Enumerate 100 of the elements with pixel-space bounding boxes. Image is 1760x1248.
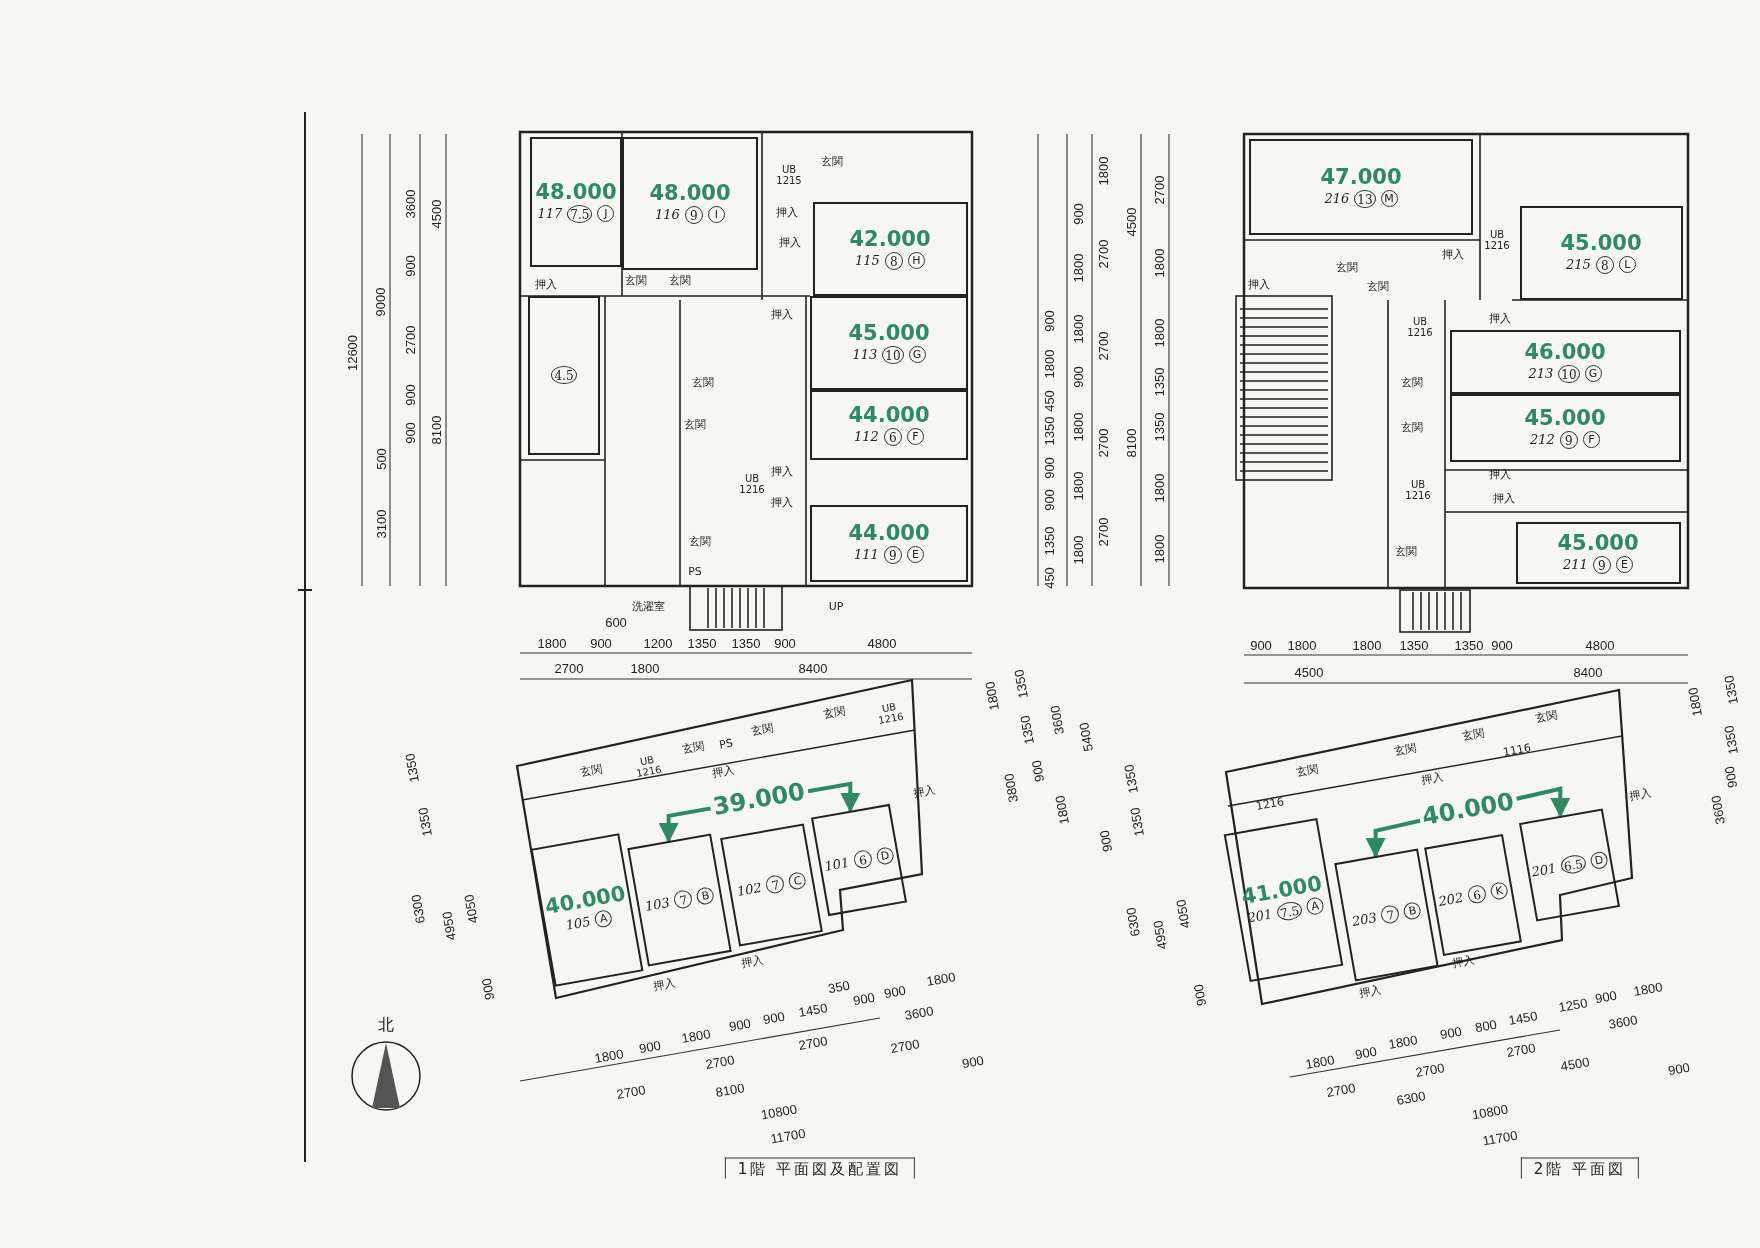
dimension-value: 900 bbox=[403, 422, 417, 444]
room-part-label: 押入 bbox=[1358, 984, 1382, 1000]
dimension-value: 8400 bbox=[798, 661, 828, 675]
room-part-label: 玄関 bbox=[1401, 376, 1423, 388]
room-outline bbox=[1518, 808, 1620, 922]
dimension-value: 900 bbox=[1029, 759, 1047, 783]
room-outline bbox=[810, 504, 968, 582]
dimension-value: 8100 bbox=[1124, 428, 1138, 458]
room-part-label: 玄関 bbox=[822, 705, 846, 721]
dimension-value: 3600 bbox=[1048, 704, 1066, 736]
dimension-value: 900 bbox=[1042, 457, 1056, 479]
dimension-value: 2700 bbox=[1325, 1081, 1357, 1099]
dimension-value: 900 bbox=[728, 1016, 752, 1034]
dimension-value: 1800 bbox=[1352, 638, 1382, 652]
dimension-value: 450 bbox=[1042, 567, 1056, 589]
room-number: 211 bbox=[1563, 558, 1588, 571]
dimension-value: 4500 bbox=[1294, 665, 1324, 679]
dimension-value: 2700 bbox=[615, 1083, 647, 1101]
dimension-value: 1800 bbox=[1096, 156, 1110, 186]
rent-price: 48.000 bbox=[535, 181, 617, 203]
dimension-value: 1800 bbox=[1387, 1033, 1419, 1051]
dimension-value: 1800 bbox=[1071, 412, 1085, 442]
room-part-label: 押入 bbox=[771, 308, 793, 320]
room-number: 201 bbox=[1246, 907, 1273, 925]
dimension-value: 1350 bbox=[1399, 638, 1429, 652]
dimension-value: 1350 bbox=[1042, 416, 1056, 446]
dimension-value: 3600 bbox=[903, 1004, 935, 1022]
room-part-label: 玄関 bbox=[1295, 763, 1319, 779]
dimension-value: 900 bbox=[883, 983, 907, 1001]
room-part-label: 玄関 bbox=[1401, 421, 1423, 433]
rent-price: 45.000 bbox=[848, 322, 930, 344]
dimension-value: 3100 bbox=[374, 509, 388, 539]
dimension-value: 1800 bbox=[1152, 248, 1166, 278]
dimension-value: 1350 bbox=[416, 806, 434, 838]
dimension-value: 6300 bbox=[409, 893, 427, 925]
dimension-value: 1350 bbox=[1018, 714, 1036, 746]
room-part-label: 玄関 bbox=[1534, 709, 1558, 725]
room-part-label: 1116 bbox=[1502, 742, 1532, 758]
dimension-value: 900 bbox=[1071, 366, 1085, 388]
dimension-value: 1800 bbox=[1071, 314, 1085, 344]
unit-bath-label: UB 1216 bbox=[1404, 479, 1432, 501]
dimension-value: 1350 bbox=[1454, 638, 1484, 652]
room-outline bbox=[1249, 139, 1473, 235]
room-part-label: 押入 bbox=[740, 954, 764, 970]
room-part-label: 玄関 bbox=[692, 376, 714, 388]
room-outline bbox=[530, 137, 622, 267]
room-number: 201 bbox=[1530, 860, 1557, 879]
room-part-label: PS bbox=[688, 565, 702, 577]
dimension-value: 1350 bbox=[1128, 806, 1146, 838]
room-outline bbox=[1223, 817, 1343, 983]
dimension-value: 1800 bbox=[925, 970, 957, 988]
room-part-label: 押入 bbox=[776, 206, 798, 218]
room-outline bbox=[719, 823, 823, 947]
dimension-value: 1800 bbox=[593, 1047, 625, 1065]
dimension-value: 500 bbox=[374, 448, 388, 470]
room-part-label: 押入 bbox=[1442, 248, 1464, 260]
room-part-label: 押入 bbox=[779, 236, 801, 248]
dimension-value: 900 bbox=[1042, 310, 1056, 332]
room-outline bbox=[530, 833, 644, 987]
dimension-value: 2700 bbox=[1096, 331, 1110, 361]
room-outline bbox=[810, 296, 968, 390]
dimension-value: 900 bbox=[1439, 1024, 1463, 1042]
room-number: 215 bbox=[1566, 258, 1591, 271]
rent-price: 45.000 bbox=[1557, 532, 1639, 554]
unit-bath-label: UB 1216 bbox=[1406, 316, 1434, 338]
dimension-value: 2700 bbox=[1096, 428, 1110, 458]
dimension-value: 2700 bbox=[1152, 175, 1166, 205]
dimension-value: 12600 bbox=[345, 334, 359, 372]
dimension-value: 8400 bbox=[1573, 665, 1603, 679]
dimension-value: 1350 bbox=[1152, 412, 1166, 442]
room-outline bbox=[622, 136, 758, 270]
dimension-value: 900 bbox=[479, 977, 497, 1001]
dimension-value: 900 bbox=[1071, 203, 1085, 225]
room-part-label: 押入 bbox=[771, 496, 793, 508]
dimension-value: 4950 bbox=[1151, 919, 1169, 951]
dimension-value: 1250 bbox=[1557, 996, 1589, 1014]
dimension-value: 900 bbox=[638, 1038, 662, 1056]
dimension-value: 1350 bbox=[1042, 526, 1056, 556]
dimension-value: 900 bbox=[403, 384, 417, 406]
dimension-value: 1800 bbox=[1053, 794, 1071, 826]
dimension-value: 10800 bbox=[760, 1102, 798, 1122]
room-outline bbox=[626, 833, 732, 967]
dimension-value: 1350 bbox=[1012, 668, 1030, 700]
dimension-value: 1800 bbox=[1152, 318, 1166, 348]
dimension-value: 450 bbox=[1042, 390, 1056, 412]
dimension-value: 900 bbox=[1722, 765, 1740, 789]
room-outline bbox=[812, 202, 968, 296]
dimension-value: 1350 bbox=[1122, 763, 1140, 795]
room-part-label: 玄関 bbox=[1336, 261, 1358, 273]
dimension-value: 900 bbox=[1042, 489, 1056, 511]
dimension-value: 900 bbox=[762, 1009, 786, 1027]
dimension-value: 1350 bbox=[687, 636, 717, 650]
room-number: 113 bbox=[852, 348, 878, 361]
room-number: 213 bbox=[1528, 367, 1554, 380]
room-number: 202 bbox=[1437, 890, 1465, 908]
dimension-value: 1350 bbox=[1152, 367, 1166, 397]
dimension-value: 11700 bbox=[769, 1126, 807, 1146]
dimension-value: 3600 bbox=[1607, 1013, 1639, 1031]
dimension-value: 1800 bbox=[983, 680, 1001, 712]
dimension-value: 900 bbox=[961, 1053, 985, 1071]
